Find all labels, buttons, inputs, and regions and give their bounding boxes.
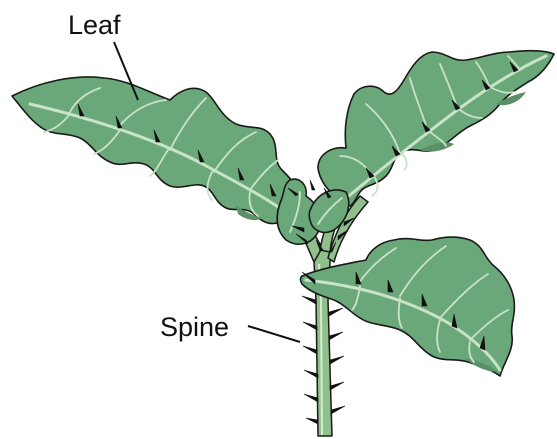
spine-leader-line	[248, 326, 300, 342]
spine	[303, 322, 317, 330]
spine	[330, 382, 344, 390]
spine	[304, 370, 318, 378]
upper-right-leaf	[318, 51, 554, 206]
spine-label-text: Spine	[160, 312, 229, 342]
spine	[331, 406, 345, 414]
spine	[306, 418, 318, 424]
spine	[302, 296, 316, 304]
left-leaf	[12, 77, 298, 224]
leaf-label-text: Leaf	[68, 10, 121, 40]
spine	[310, 180, 315, 190]
spine	[330, 356, 344, 364]
spine	[304, 394, 318, 402]
upper-right-leaf-vein	[402, 154, 407, 170]
spine	[329, 308, 343, 316]
spine	[329, 332, 343, 340]
upper-right-leaf-blade	[318, 51, 554, 206]
spine	[303, 346, 317, 354]
left-leaf-blade	[12, 77, 298, 224]
spine-label: Spine	[160, 312, 300, 342]
